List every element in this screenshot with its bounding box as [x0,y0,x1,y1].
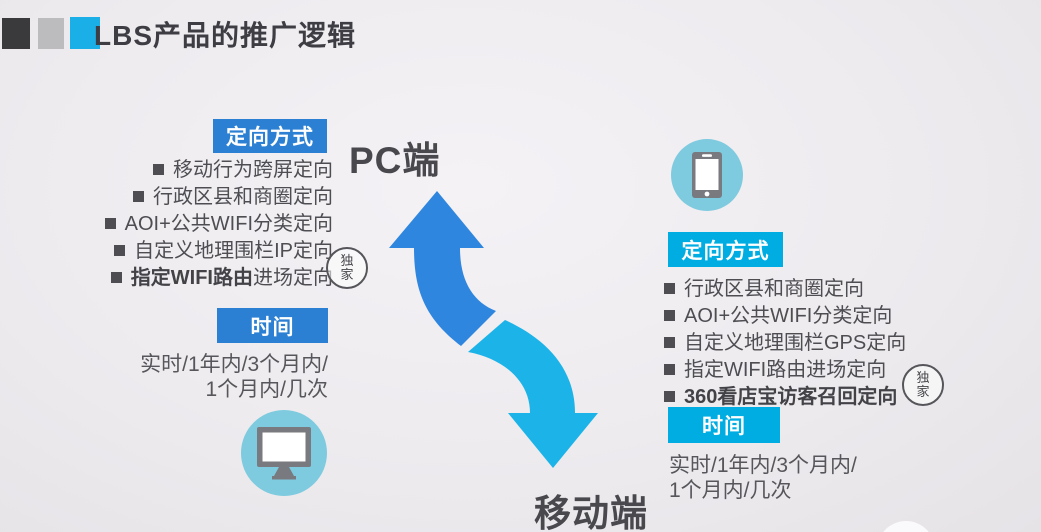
bullet-square-icon [664,363,675,375]
targeting-item: AOI+公共WIFI分类定向 [45,211,333,238]
bullet-square-icon [664,336,675,348]
bullet-square-icon [153,163,164,175]
pc-targeting-heading: 定向方式 [213,119,327,153]
mobile-time-line-2: 1个月内/几次 [669,479,792,502]
swap-arrows-graphic [389,191,598,468]
mobile-targeting-heading: 定向方式 [668,232,783,267]
page-title: LBS产品的推广逻辑 [94,20,357,51]
targeting-item: 自定义地理围栏GPS定向 [664,330,954,357]
targeting-item: 行政区县和商圈定向 [45,184,333,211]
targeting-item: AOI+公共WIFI分类定向 [664,303,954,330]
mobile-time-text: 实时/1年内/3个月内/ 1个月内/几次 [669,453,929,503]
targeting-item: 自定义地理围栏IP定向 [45,238,333,265]
pc-time-line-1: 实时/1年内/3个月内/ [140,353,328,376]
mobile-platform-label: 移动端 [534,493,648,532]
mobile-time-heading: 时间 [668,407,780,443]
targeting-item: 360看店宝访客召回定向 [664,384,954,411]
mobile-time-line-1: 实时/1年内/3个月内/ [669,454,857,477]
smartphone-icon [692,152,722,198]
targeting-item: 移动行为跨屏定向 [45,157,333,184]
mobile-exclusive-badge: 独家 [902,364,944,406]
bullet-square-icon [114,244,126,256]
up-arrow-icon [389,191,496,346]
badge-char: 独 [916,370,930,385]
targeting-item: 行政区县和商圈定向 [664,276,954,303]
bullet-square-icon [133,190,144,202]
bullet-square-icon [664,282,675,294]
pc-time-text: 实时/1年内/3个月内/ 1个月内/几次 [98,352,328,402]
pc-time-heading: 时间 [217,308,328,343]
badge-char: 家 [340,267,354,282]
decor-square-dark-icon [2,18,30,49]
bullet-square-icon [104,217,116,229]
bullet-square-icon [664,309,675,321]
down-arrow-icon [468,320,598,468]
badge-char: 独 [340,253,354,268]
targeting-item: 指定WIFI路由进场定向 [664,357,954,384]
bullet-square-icon [664,390,675,402]
mobile-device-circle [671,139,743,211]
decor-bubble [877,521,935,532]
targeting-item: 指定WIFI路由进场定向 [45,265,333,292]
bullet-square-icon [110,271,122,283]
monitor-icon [257,427,311,480]
pc-exclusive-badge: 独家 [326,247,368,289]
decor-square-gray-icon [38,18,64,49]
decor-square-cyan-icon [70,17,100,49]
pc-platform-label: PC端 [349,140,441,181]
pc-time-line-2: 1个月内/几次 [205,378,328,401]
pc-device-circle [241,410,327,496]
badge-char: 家 [916,384,930,399]
